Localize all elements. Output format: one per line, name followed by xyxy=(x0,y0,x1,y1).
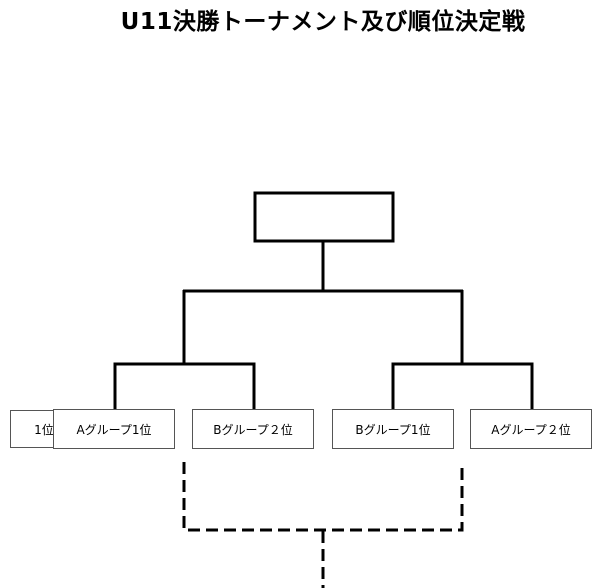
third-place-bracket xyxy=(182,462,464,532)
team-slot-label: Aグループ２位 xyxy=(491,422,571,437)
semi-right-bracket xyxy=(391,362,534,409)
team-slot-a1: Aグループ1位 xyxy=(53,409,175,449)
team-slot-a2: Aグループ２位 xyxy=(470,409,592,449)
team-slot-label: 1位 xyxy=(34,422,54,437)
team-slot-b2: Bグループ２位 xyxy=(192,409,314,449)
team-slot-label: Bグループ1位 xyxy=(355,422,431,437)
team-slot-label: Aグループ1位 xyxy=(76,422,152,437)
champion-box xyxy=(253,191,395,243)
team-slot-label: Bグループ２位 xyxy=(213,422,293,437)
page-title: U11決勝トーナメント及び順位決定戦 xyxy=(120,9,526,35)
team-slot-b1: Bグループ1位 xyxy=(332,409,454,449)
semi-left-bracket xyxy=(113,362,256,409)
